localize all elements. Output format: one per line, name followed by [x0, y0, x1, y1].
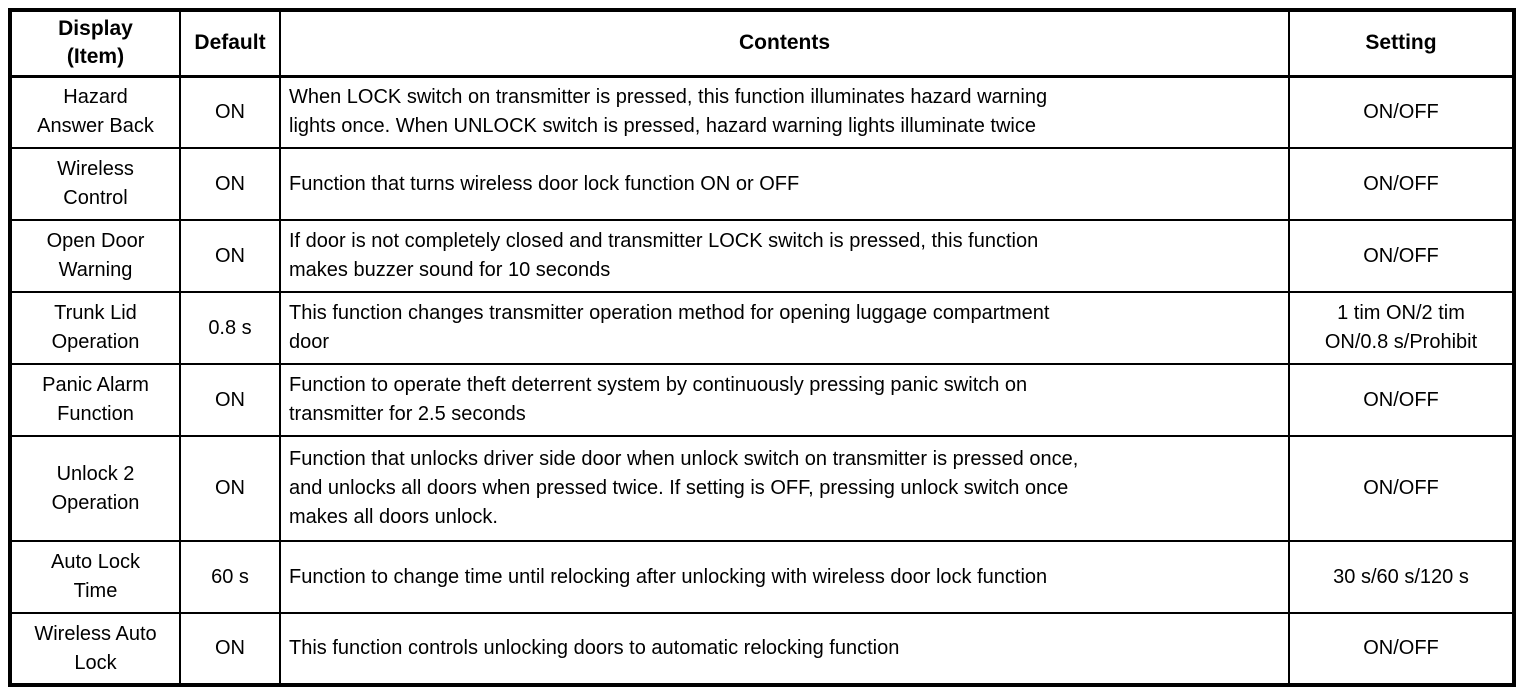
cell-setting: 30 s/60 s/120 s: [1288, 540, 1515, 614]
cell-contents: Function to operate theft deterrent syst…: [279, 363, 1290, 437]
cell-contents: This function changes transmitter operat…: [279, 291, 1290, 365]
cell-setting: ON/OFF: [1288, 612, 1515, 686]
cell-default: 0.8 s: [179, 291, 281, 365]
header-row: Display (Item) Default Contents Setting: [9, 9, 1515, 78]
cell-item: Wireless Auto Lock: [9, 612, 181, 686]
cell-default: ON: [179, 147, 281, 221]
cell-default: ON: [179, 612, 281, 686]
cell-contents: If door is not completely closed and tra…: [279, 219, 1290, 293]
cell-contents: Function that turns wireless door lock f…: [279, 147, 1290, 221]
cell-item: Open Door Warning: [9, 219, 181, 293]
settings-table: Display (Item) Default Contents Setting …: [8, 8, 1516, 687]
column-header-display-item: Display (Item): [9, 9, 181, 78]
cell-item: Hazard Answer Back: [9, 75, 181, 149]
cell-default: ON: [179, 219, 281, 293]
cell-contents: When LOCK switch on transmitter is press…: [279, 75, 1290, 149]
cell-default: ON: [179, 363, 281, 437]
cell-item: Wireless Control: [9, 147, 181, 221]
cell-setting: ON/OFF: [1288, 147, 1515, 221]
cell-item: Auto Lock Time: [9, 540, 181, 614]
table-row: Open Door Warning ON If door is not comp…: [9, 219, 1515, 293]
cell-default: 60 s: [179, 540, 281, 614]
table-row: Wireless Control ON Function that turns …: [9, 147, 1515, 221]
table-body: Hazard Answer Back ON When LOCK switch o…: [9, 75, 1515, 686]
cell-contents: Function that unlocks driver side door w…: [279, 435, 1290, 542]
column-header-contents: Contents: [279, 9, 1290, 78]
table-row: Hazard Answer Back ON When LOCK switch o…: [9, 75, 1515, 149]
cell-default: ON: [179, 435, 281, 542]
table-row: Auto Lock Time 60 s Function to change t…: [9, 540, 1515, 614]
cell-contents: This function controls unlocking doors t…: [279, 612, 1290, 686]
cell-setting: ON/OFF: [1288, 435, 1515, 542]
table-row: Panic Alarm Function ON Function to oper…: [9, 363, 1515, 437]
cell-setting: 1 tim ON/2 tim ON/0.8 s/Prohibit: [1288, 291, 1515, 365]
table-row: Wireless Auto Lock ON This function cont…: [9, 612, 1515, 686]
cell-default: ON: [179, 75, 281, 149]
cell-item: Trunk Lid Operation: [9, 291, 181, 365]
table-row: Unlock 2 Operation ON Function that unlo…: [9, 435, 1515, 542]
column-header-default: Default: [179, 9, 281, 78]
column-header-setting: Setting: [1288, 9, 1515, 78]
cell-item: Panic Alarm Function: [9, 363, 181, 437]
cell-setting: ON/OFF: [1288, 219, 1515, 293]
cell-item: Unlock 2 Operation: [9, 435, 181, 542]
table-row: Trunk Lid Operation 0.8 s This function …: [9, 291, 1515, 365]
table-header: Display (Item) Default Contents Setting: [9, 9, 1515, 78]
cell-contents: Function to change time until relocking …: [279, 540, 1290, 614]
cell-setting: ON/OFF: [1288, 363, 1515, 437]
cell-setting: ON/OFF: [1288, 75, 1515, 149]
